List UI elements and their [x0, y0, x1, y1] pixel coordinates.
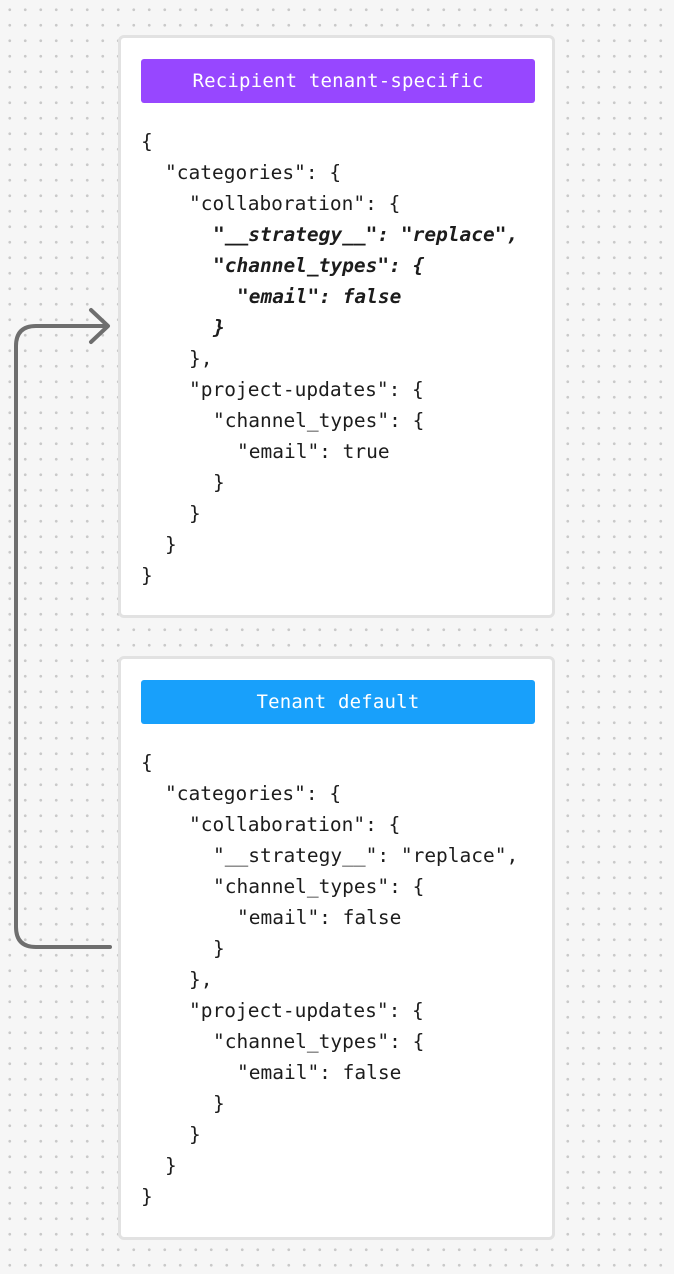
code-line: "channel_types": { [213, 1030, 425, 1053]
code-line: "channel_types": { [213, 875, 425, 898]
code-line: "__strategy__": "replace", [213, 223, 519, 246]
arrowhead-icon [89, 308, 110, 344]
recipient-tenant-card: Recipient tenant-specific { "categories":… [118, 35, 555, 618]
code-line: "project-updates": { [189, 378, 424, 401]
tenant-default-card: Tenant default { "categories": { "collabor… [118, 656, 555, 1240]
code-line: "collaboration": { [189, 813, 401, 836]
code-line: } [141, 564, 153, 587]
recipient-tenant-banner: Recipient tenant-specific [141, 59, 535, 103]
override-arrow-line [14, 324, 112, 949]
code-line: "channel_types": { [213, 409, 425, 432]
tenant-default-code: { "categories": { "collaboration": { "__str… [141, 747, 518, 1212]
code-line: } [213, 937, 225, 960]
code-line: } [213, 1092, 225, 1115]
code-line: }, [189, 968, 213, 991]
code-line: } [189, 502, 201, 525]
code-line: "collaboration": { [189, 192, 401, 215]
code-line: } [141, 1185, 153, 1208]
code-line: } [165, 533, 177, 556]
code-line: "categories": { [165, 161, 342, 184]
code-line: { [141, 130, 153, 153]
code-line: "email": false [237, 285, 402, 308]
code-line: "categories": { [165, 782, 342, 805]
code-line: } [165, 1154, 177, 1177]
code-line: }, [189, 347, 213, 370]
code-line: } [213, 471, 225, 494]
code-line: "email": true [237, 440, 390, 463]
code-line: "channel_types": { [213, 254, 425, 277]
code-line: } [189, 1123, 201, 1146]
code-line: "__strategy__": "replace", [213, 844, 519, 867]
tenant-default-banner: Tenant default [141, 680, 535, 724]
code-line: } [213, 316, 225, 339]
code-line: "email": false [237, 906, 402, 929]
code-line: "project-updates": { [189, 999, 424, 1022]
code-line: { [141, 751, 153, 774]
code-line: "email": false [237, 1061, 402, 1084]
recipient-preferences-code: { "categories": { "collaboration": { "__str… [141, 126, 518, 591]
